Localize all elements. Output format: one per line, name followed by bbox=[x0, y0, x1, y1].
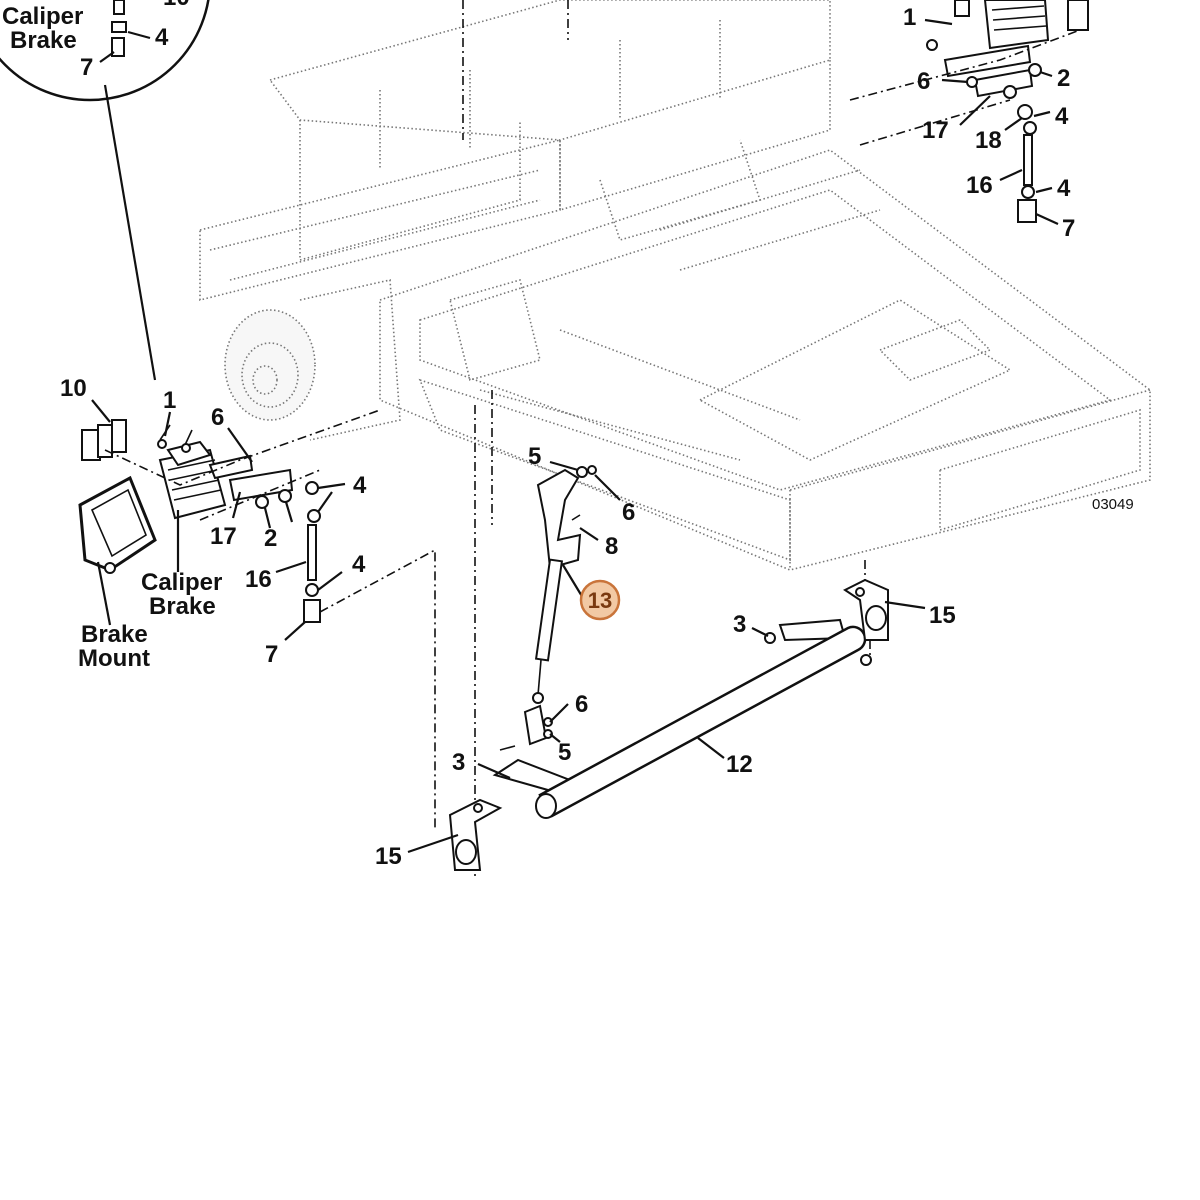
callout-caliper-brake-line1: Caliper bbox=[2, 3, 83, 30]
callout-part-10: 10 bbox=[163, 0, 190, 11]
nut bbox=[307, 509, 321, 523]
linkage-part-6-top: 6 bbox=[622, 499, 635, 526]
nut bbox=[305, 481, 319, 495]
callout-part-4: 4 bbox=[155, 24, 169, 51]
caliper-brake-line2: Brake bbox=[149, 593, 216, 620]
linkage-part-6-bottom: 6 bbox=[575, 691, 588, 718]
brake-mount-line1: Brake bbox=[81, 621, 148, 648]
left-part-1: 1 bbox=[163, 387, 176, 414]
nut bbox=[278, 489, 292, 503]
linkage-part-12: 12 bbox=[726, 751, 753, 778]
right-part-4-lower: 4 bbox=[1057, 175, 1071, 202]
left-part-10: 10 bbox=[60, 375, 87, 402]
right-caliper-brake bbox=[954, 0, 1089, 50]
lower-clevis bbox=[523, 704, 548, 746]
nut bbox=[255, 495, 269, 509]
upper-bracket bbox=[536, 468, 582, 570]
brake-linkage: 5 6 8 13 6 5 3 3 12 15 15 bbox=[375, 443, 956, 871]
left-part-7: 7 bbox=[265, 641, 278, 668]
linkage-part-5-top: 5 bbox=[528, 443, 541, 470]
figure-id: 03049 bbox=[1092, 496, 1134, 513]
linkage-part-15-left: 15 bbox=[375, 843, 402, 870]
linkage-part-8: 8 bbox=[605, 533, 618, 560]
caliper-brake-line1: Caliper bbox=[141, 569, 222, 596]
callout-part-7: 7 bbox=[80, 54, 93, 81]
mower-frame bbox=[199, 0, 1151, 571]
callout-clevis bbox=[111, 37, 125, 57]
right-brake-rod bbox=[1023, 134, 1033, 186]
brake-mount bbox=[78, 475, 157, 574]
right-part-1: 1 bbox=[903, 4, 916, 31]
right-part-6: 6 bbox=[917, 68, 930, 95]
right-pivot-mount bbox=[843, 578, 889, 641]
linkage-part-15-right: 15 bbox=[929, 602, 956, 629]
right-part-4-upper: 4 bbox=[1055, 103, 1069, 130]
callout-nut bbox=[111, 21, 127, 33]
brake-linkage-rod bbox=[534, 558, 564, 662]
nut bbox=[305, 583, 319, 597]
wheel-hub bbox=[224, 279, 401, 441]
linkage-part-13: 13 bbox=[588, 588, 612, 613]
linkage-part-3-right: 3 bbox=[733, 611, 746, 638]
left-pivot-mount bbox=[448, 798, 503, 871]
clevis bbox=[303, 599, 321, 623]
left-part-17: 17 bbox=[210, 523, 237, 550]
linkage-part-5-bottom: 5 bbox=[558, 739, 571, 766]
callout-caliper-brake-line2: Brake bbox=[10, 27, 77, 54]
callout-pin bbox=[113, 0, 125, 15]
right-part-17: 17 bbox=[922, 117, 949, 144]
right-clevis bbox=[1017, 199, 1037, 223]
left-part-2: 2 bbox=[264, 525, 277, 552]
right-brake-assembly: 1 6 2 17 4 18 16 4 7 bbox=[849, 0, 1089, 242]
brake-rod bbox=[307, 524, 317, 581]
left-part-4-upper: 4 bbox=[353, 472, 367, 499]
right-part-16: 16 bbox=[966, 172, 993, 199]
callout-leader bbox=[103, 84, 157, 381]
brake-mount-line2: Mount bbox=[78, 645, 150, 672]
link-bracket bbox=[228, 468, 294, 502]
left-part-16: 16 bbox=[245, 566, 272, 593]
left-brake-assembly: 10 1 6 4 17 2 16 4 7 Caliper Brake Brake… bbox=[60, 375, 436, 830]
brake-pads bbox=[81, 419, 127, 461]
cross-shaft bbox=[538, 625, 867, 818]
right-part-2: 2 bbox=[1057, 65, 1070, 92]
left-part-4-lower: 4 bbox=[352, 551, 366, 578]
highlight-circle[interactable] bbox=[579, 579, 621, 621]
detail-callout: Caliper Brake 10 4 7 bbox=[0, 0, 210, 381]
left-part-6: 6 bbox=[211, 404, 224, 431]
linkage-part-3-left: 3 bbox=[452, 749, 465, 776]
right-part-7: 7 bbox=[1062, 215, 1075, 242]
highlight-marker-13[interactable]: 13 bbox=[579, 579, 621, 621]
right-part-18: 18 bbox=[975, 127, 1002, 154]
